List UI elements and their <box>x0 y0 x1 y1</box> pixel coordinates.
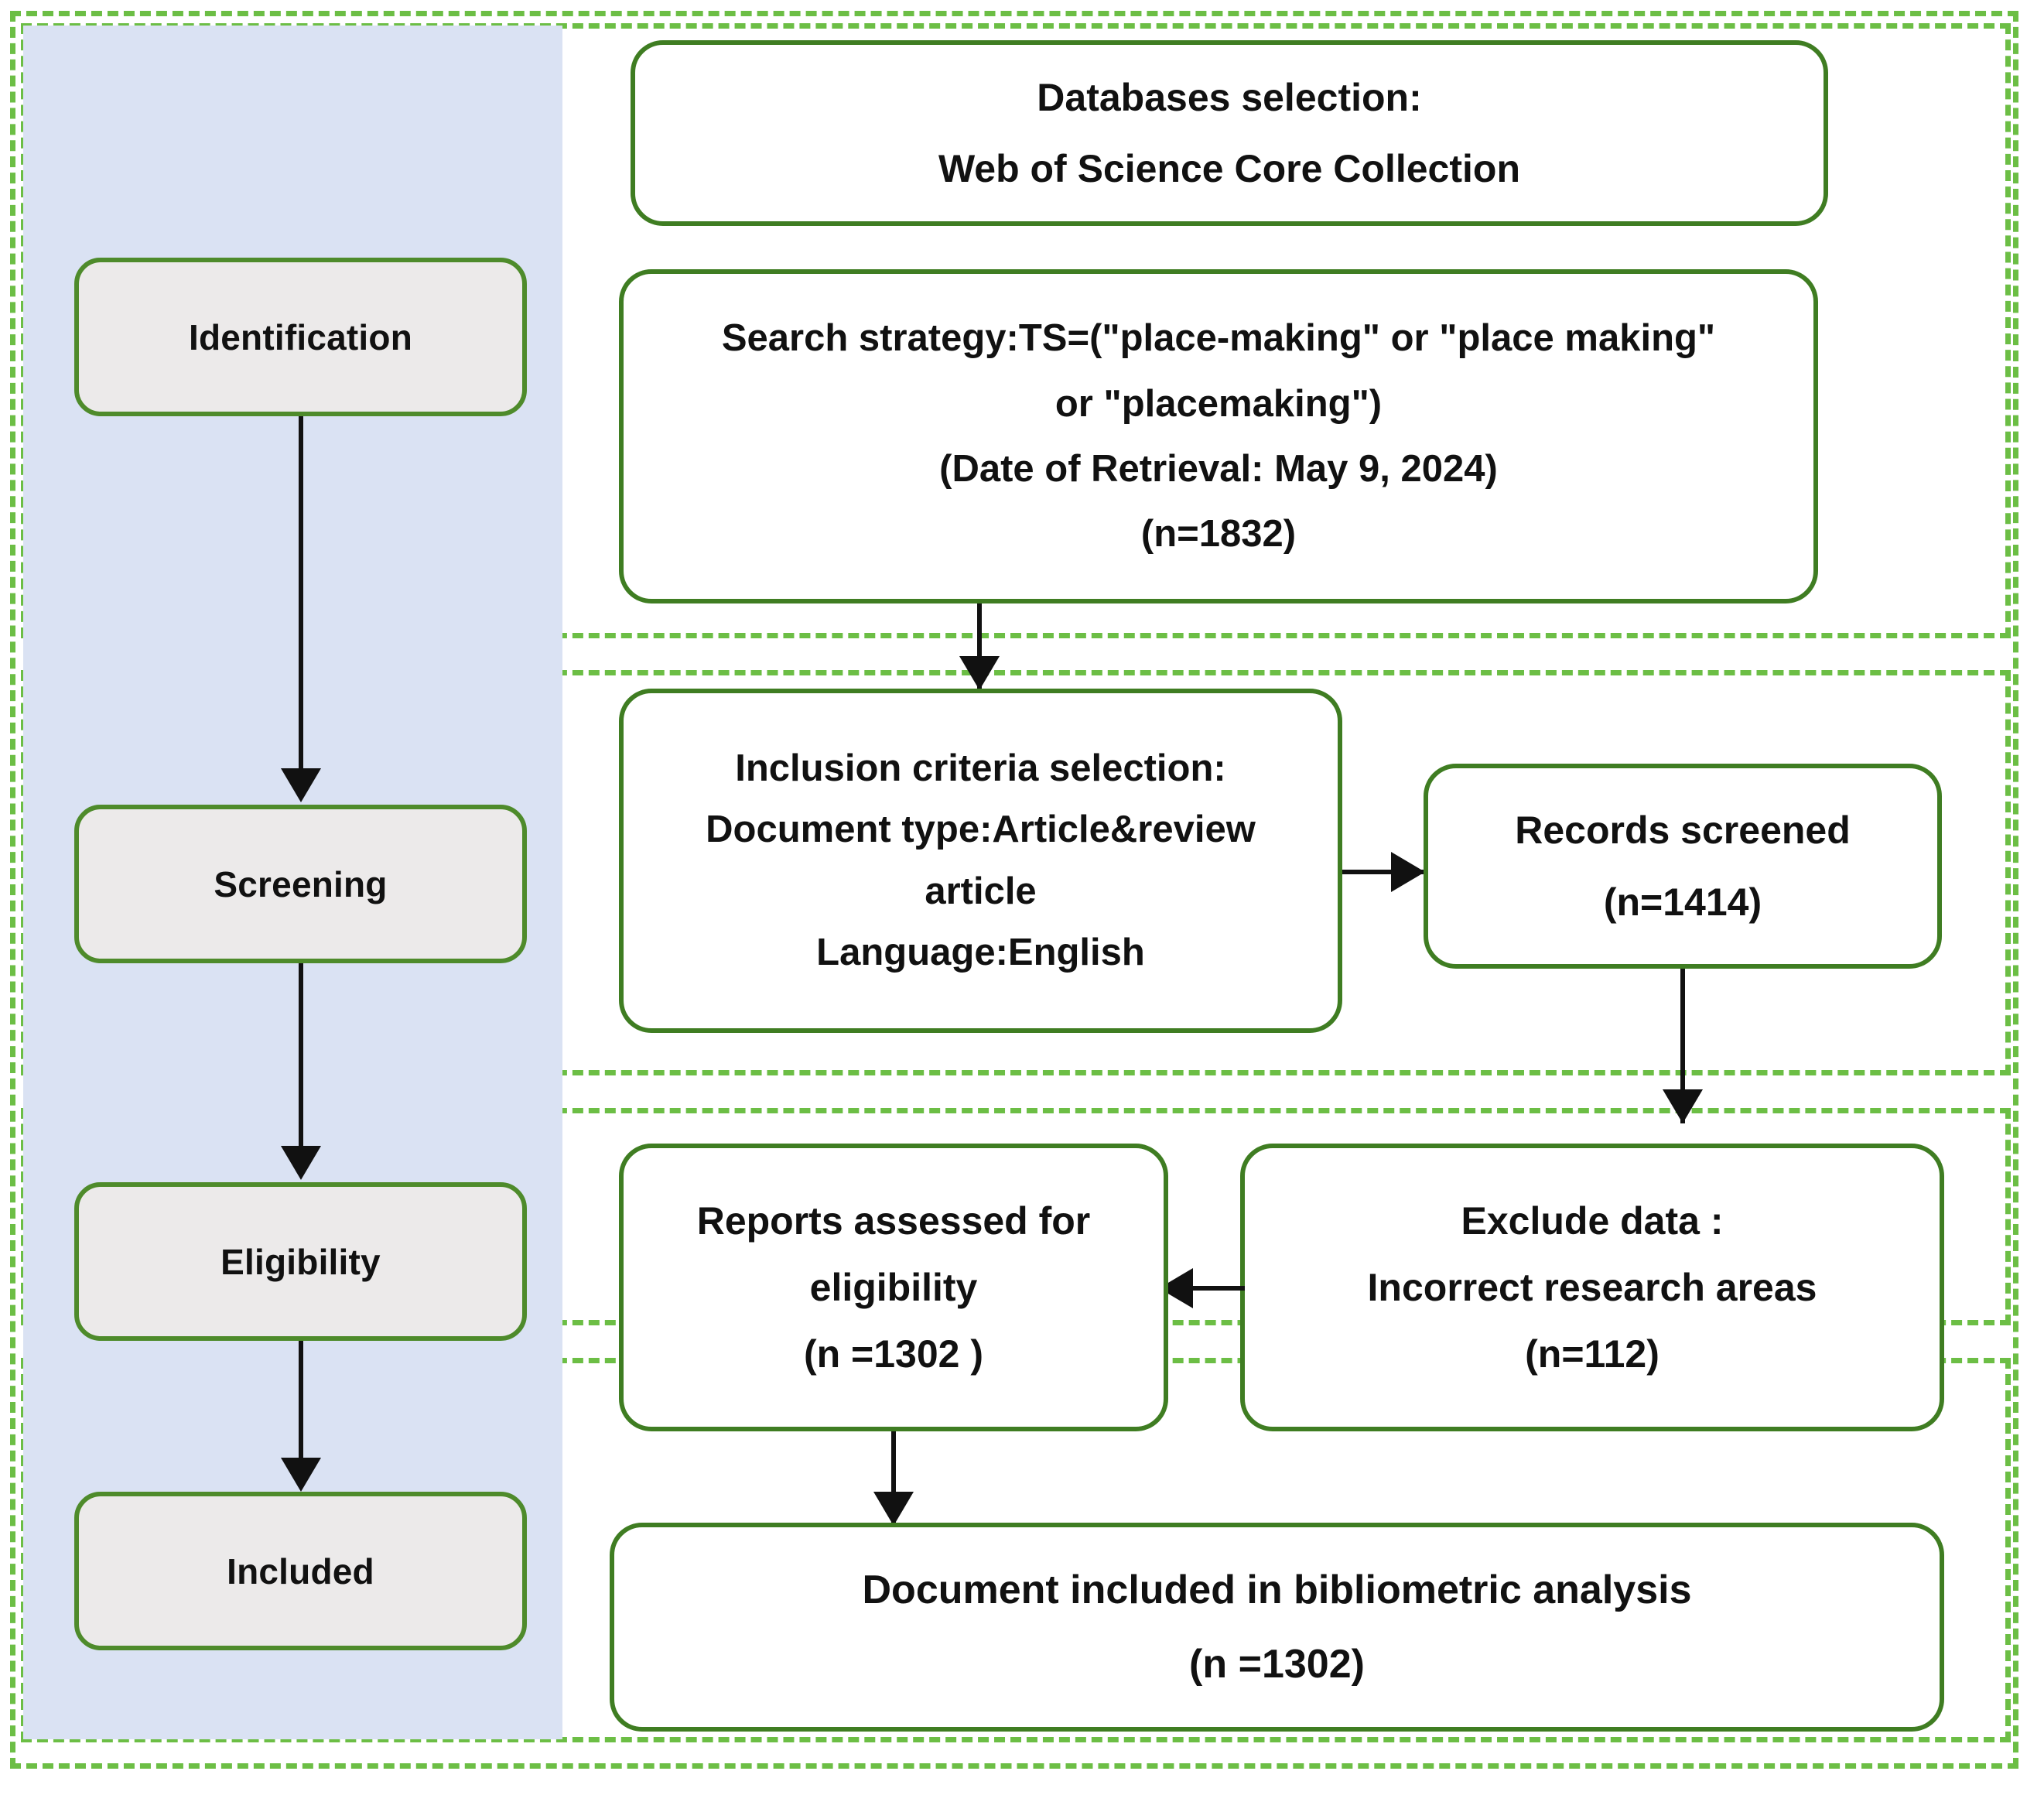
search-strategy-line-4: (n=1832) <box>1140 513 1297 556</box>
stage-box-eligibility[interactable]: Eligibility <box>74 1182 527 1341</box>
records-screened-line-2: (n=1414) <box>1603 880 1762 924</box>
document-included-line-2: (n =1302) <box>1189 1642 1365 1687</box>
arrowhead-identification-to-screening <box>281 768 321 802</box>
exclude-data-line-1: Exclude data : <box>1461 1199 1724 1243</box>
inclusion-line-3: article <box>925 870 1037 912</box>
connector-reports-to-included <box>891 1431 896 1526</box>
stage-box-screening[interactable]: Screening <box>74 805 527 963</box>
reports-assessed-line-3: (n =1302 ) <box>803 1332 984 1376</box>
stage-label-identification: Identification <box>188 316 413 357</box>
inclusion-line-2: Document type:Article&review <box>706 809 1256 851</box>
stage-box-identification[interactable]: Identification <box>74 258 527 416</box>
node-inclusion-criteria[interactable]: Inclusion criteria selection: Document t… <box>619 689 1342 1033</box>
node-records-screened[interactable]: Records screened (n=1414) <box>1424 764 1942 969</box>
connector-inclusion-to-records <box>1342 870 1427 874</box>
databases-line-1: Databases selection: <box>1037 75 1422 119</box>
search-strategy-line-1: Search strategy:TS=("place-making" or "p… <box>721 317 1716 360</box>
node-search-strategy[interactable]: Search strategy:TS=("place-making" or "p… <box>619 269 1818 603</box>
inclusion-line-4: Language:English <box>816 931 1145 973</box>
arrowhead-search-to-inclusion <box>959 656 1000 690</box>
exclude-data-line-3: (n=112) <box>1525 1332 1659 1376</box>
document-included-line-1: Document included in bibliometric analys… <box>862 1567 1692 1612</box>
search-strategy-line-2: or "placemaking") <box>1054 382 1383 425</box>
node-reports-assessed[interactable]: Reports assessed for eligibility (n =130… <box>619 1144 1168 1431</box>
reports-assessed-line-1: Reports assessed for <box>696 1199 1091 1243</box>
arrowhead-inclusion-to-records <box>1391 852 1425 892</box>
arrowhead-reports-to-included <box>873 1492 914 1526</box>
connector-search-to-inclusion <box>977 603 982 690</box>
connector-eligibility-to-included <box>299 1341 303 1458</box>
node-databases-selection[interactable]: Databases selection: Web of Science Core… <box>631 40 1828 226</box>
search-strategy-line-3: (Date of Retrieval: May 9, 2024) <box>939 448 1498 490</box>
stage-label-eligibility: Eligibility <box>220 1241 381 1282</box>
connector-records-to-exclude <box>1680 969 1685 1123</box>
databases-line-2: Web of Science Core Collection <box>938 147 1520 190</box>
stage-label-included: Included <box>227 1551 374 1592</box>
arrowhead-records-to-exclude <box>1663 1089 1703 1123</box>
node-document-included[interactable]: Document included in bibliometric analys… <box>610 1523 1944 1732</box>
connector-screening-to-eligibility <box>299 963 303 1146</box>
stage-box-included[interactable]: Included <box>74 1492 527 1650</box>
stage-label-screening: Screening <box>214 863 388 904</box>
exclude-data-line-2: Incorrect research areas <box>1367 1266 1817 1309</box>
connector-identification-to-screening <box>299 416 303 768</box>
node-exclude-data[interactable]: Exclude data : Incorrect research areas … <box>1240 1144 1944 1431</box>
arrowhead-screening-to-eligibility <box>281 1146 321 1180</box>
records-screened-line-1: Records screened <box>1515 809 1851 852</box>
connector-exclude-to-reports <box>1164 1286 1245 1291</box>
reports-assessed-line-2: eligibility <box>809 1266 978 1309</box>
inclusion-line-1: Inclusion criteria selection: <box>735 747 1226 789</box>
arrowhead-eligibility-to-included <box>281 1458 321 1492</box>
